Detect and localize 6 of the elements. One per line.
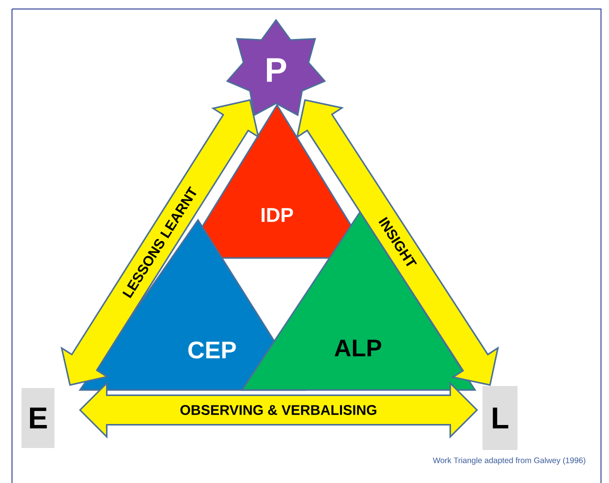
letter-box: L [482, 386, 518, 450]
caption: Work Triangle adapted from Galwey (1996) [432, 457, 586, 465]
arrow-label: OBSERVING & VERBALISING [178, 404, 378, 416]
block-arrow [60, 99, 260, 386]
letter-box: E [22, 388, 54, 448]
block-arrow [296, 99, 499, 386]
